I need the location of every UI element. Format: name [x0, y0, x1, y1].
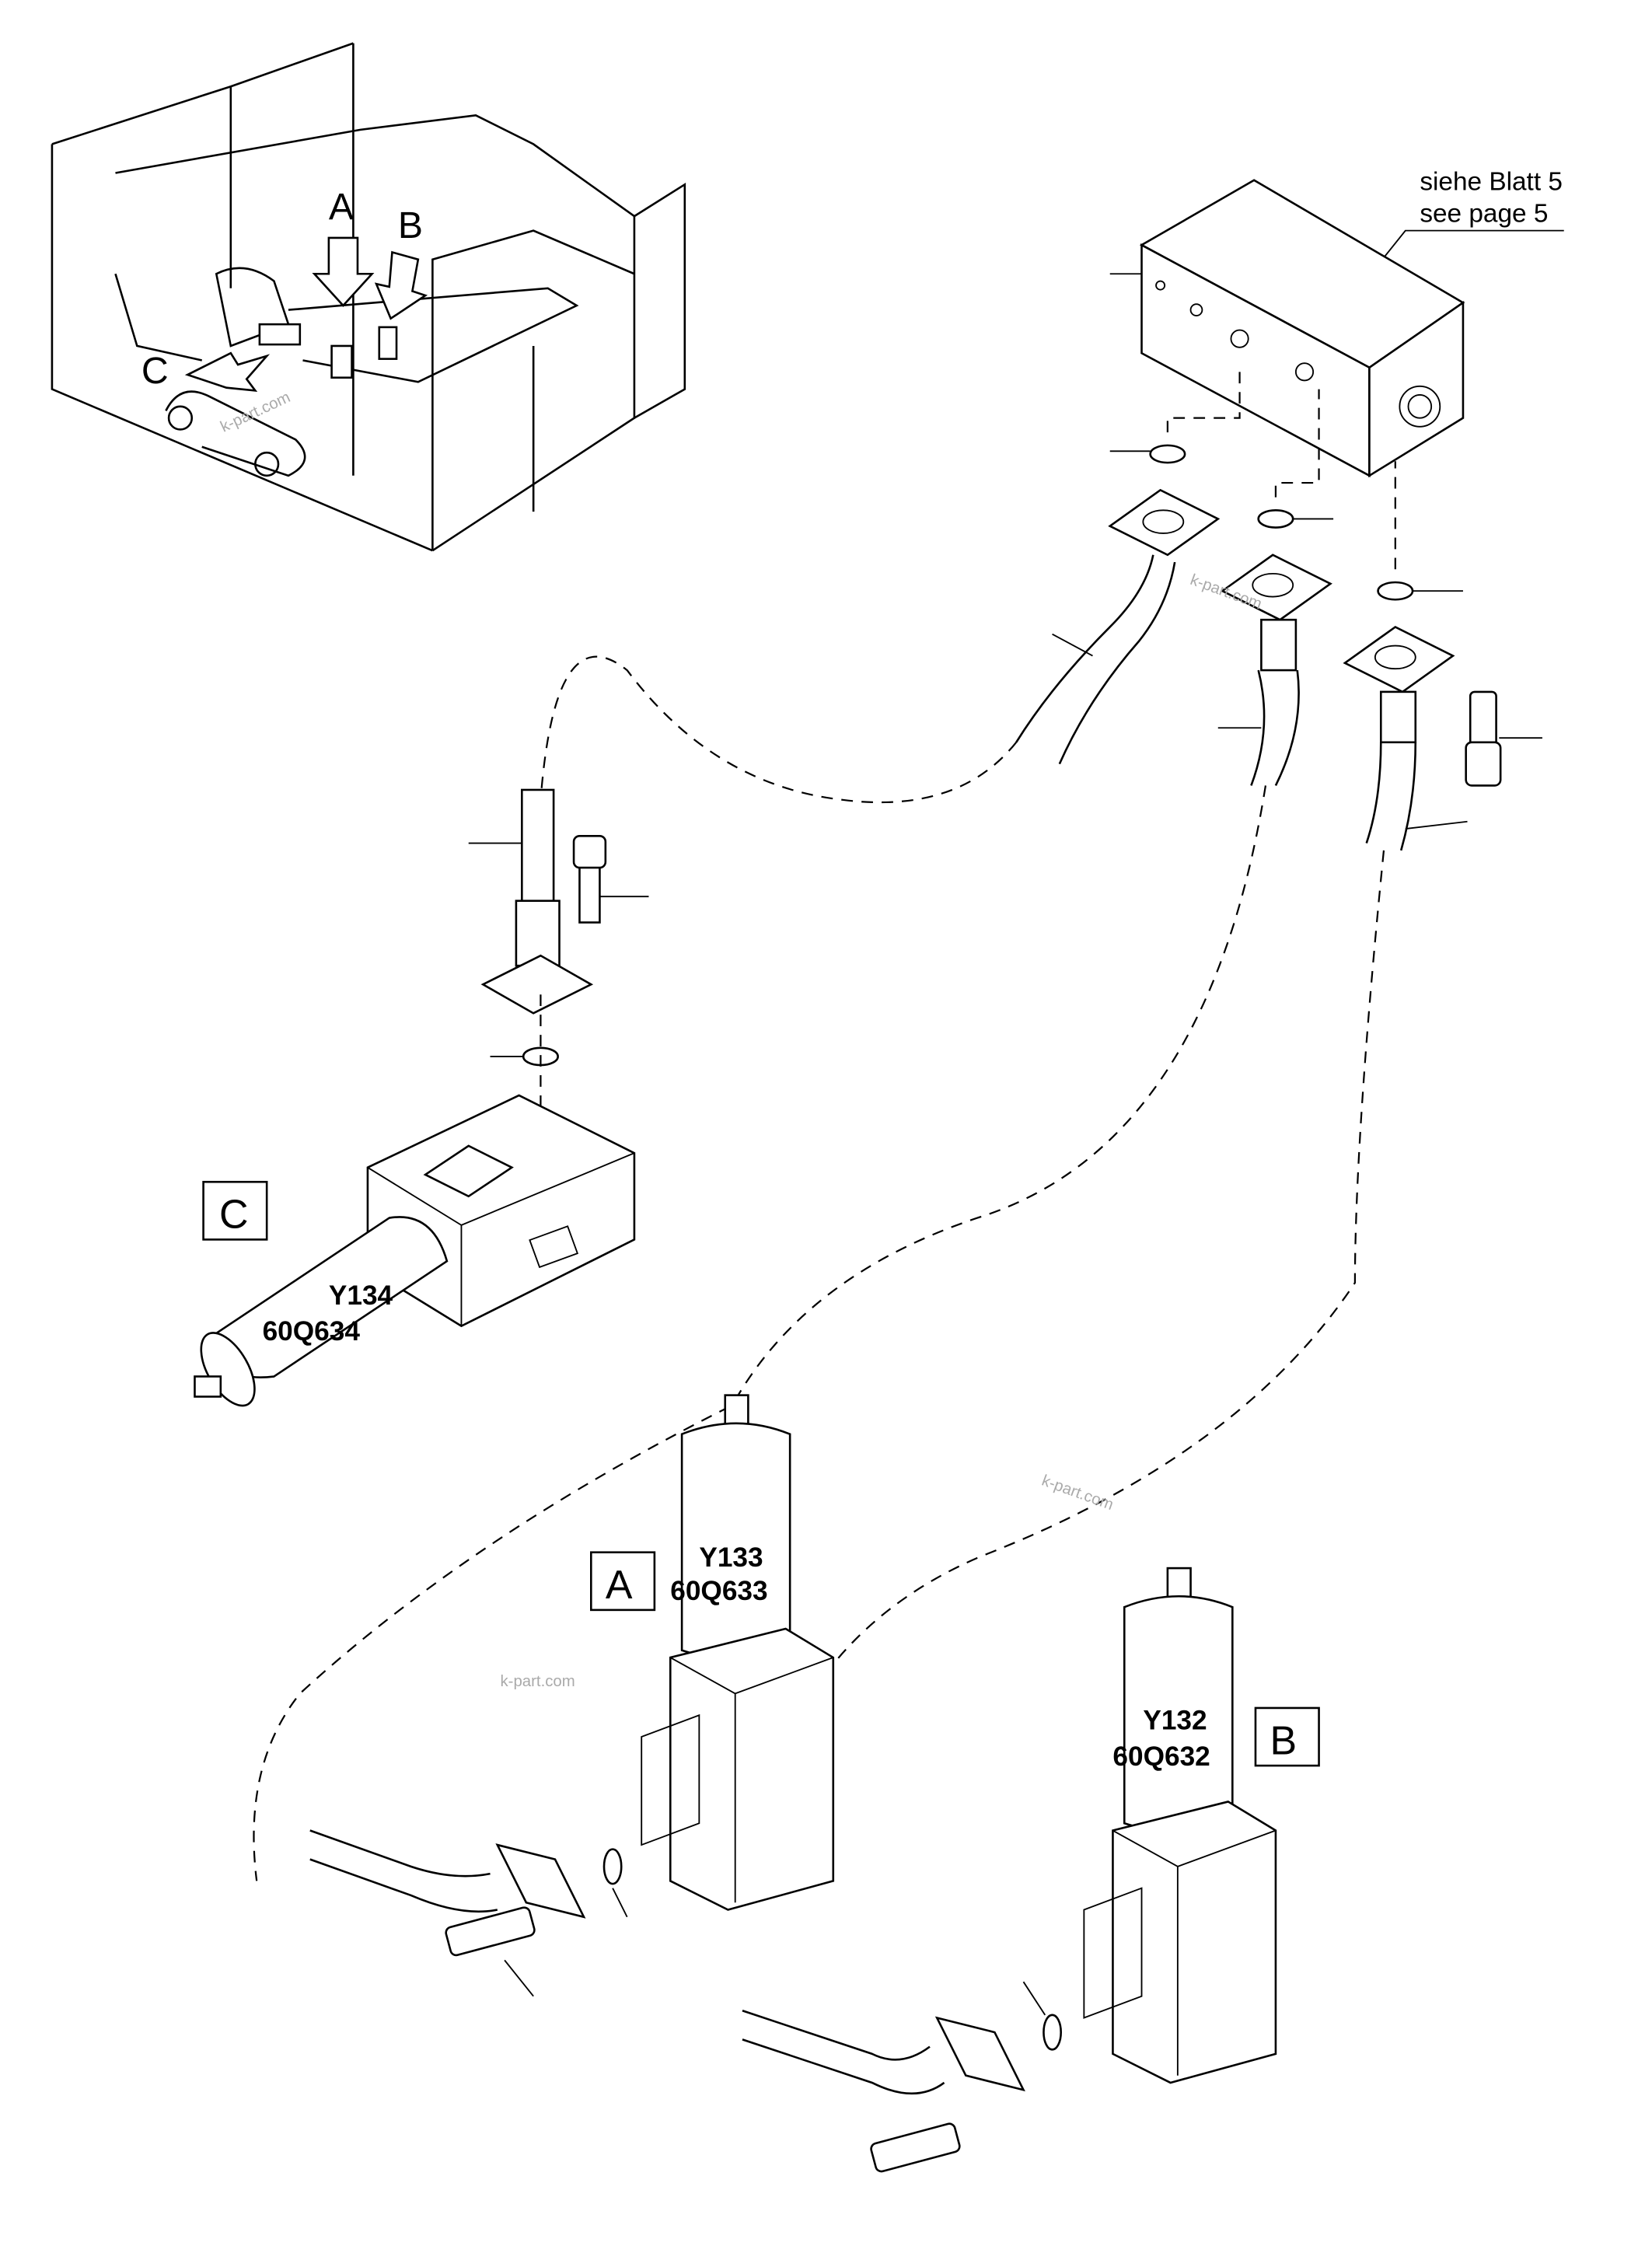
- valve-block: [1109, 179, 1465, 478]
- hose-2: [1217, 554, 1332, 786]
- hose-3: [1343, 625, 1468, 851]
- svg-text:k-part.com: k-part.com: [501, 1673, 575, 1690]
- overview-machine: A B C: [51, 42, 686, 552]
- valve-b-part: 60Q632: [1112, 1741, 1210, 1772]
- valve-b-code: Y132: [1143, 1706, 1207, 1736]
- view-label-b: B: [1270, 1718, 1298, 1763]
- valve-c-code: Y134: [329, 1280, 393, 1311]
- svg-text:k-part.com: k-part.com: [1039, 1472, 1116, 1514]
- reference-note-en: see page 5: [1420, 200, 1548, 229]
- valve-a-code: Y133: [699, 1542, 763, 1573]
- valve-b: Y132 60Q632: [1083, 1567, 1277, 2084]
- overview-label-b: B: [398, 204, 423, 246]
- valve-a: Y133 60Q633: [641, 1394, 835, 1911]
- hose-a: [309, 1829, 628, 1997]
- hose-1: [1015, 488, 1221, 765]
- overview-label-c: C: [141, 350, 169, 392]
- hose-c: [468, 788, 649, 1139]
- view-label-c: C: [219, 1193, 249, 1238]
- overview-label-a: A: [329, 186, 354, 228]
- view-label-a: A: [606, 1563, 633, 1608]
- valve-a-part: 60Q633: [670, 1576, 767, 1606]
- reference-note-de: siehe Blatt 5: [1420, 168, 1563, 197]
- hose-b: [742, 1981, 1062, 2173]
- valve-c: Y134 60Q634: [194, 1094, 636, 1407]
- bolt-top: [1465, 690, 1542, 787]
- valve-c-part: 60Q634: [263, 1316, 361, 1347]
- svg-text:k-part.com: k-part.com: [218, 389, 293, 436]
